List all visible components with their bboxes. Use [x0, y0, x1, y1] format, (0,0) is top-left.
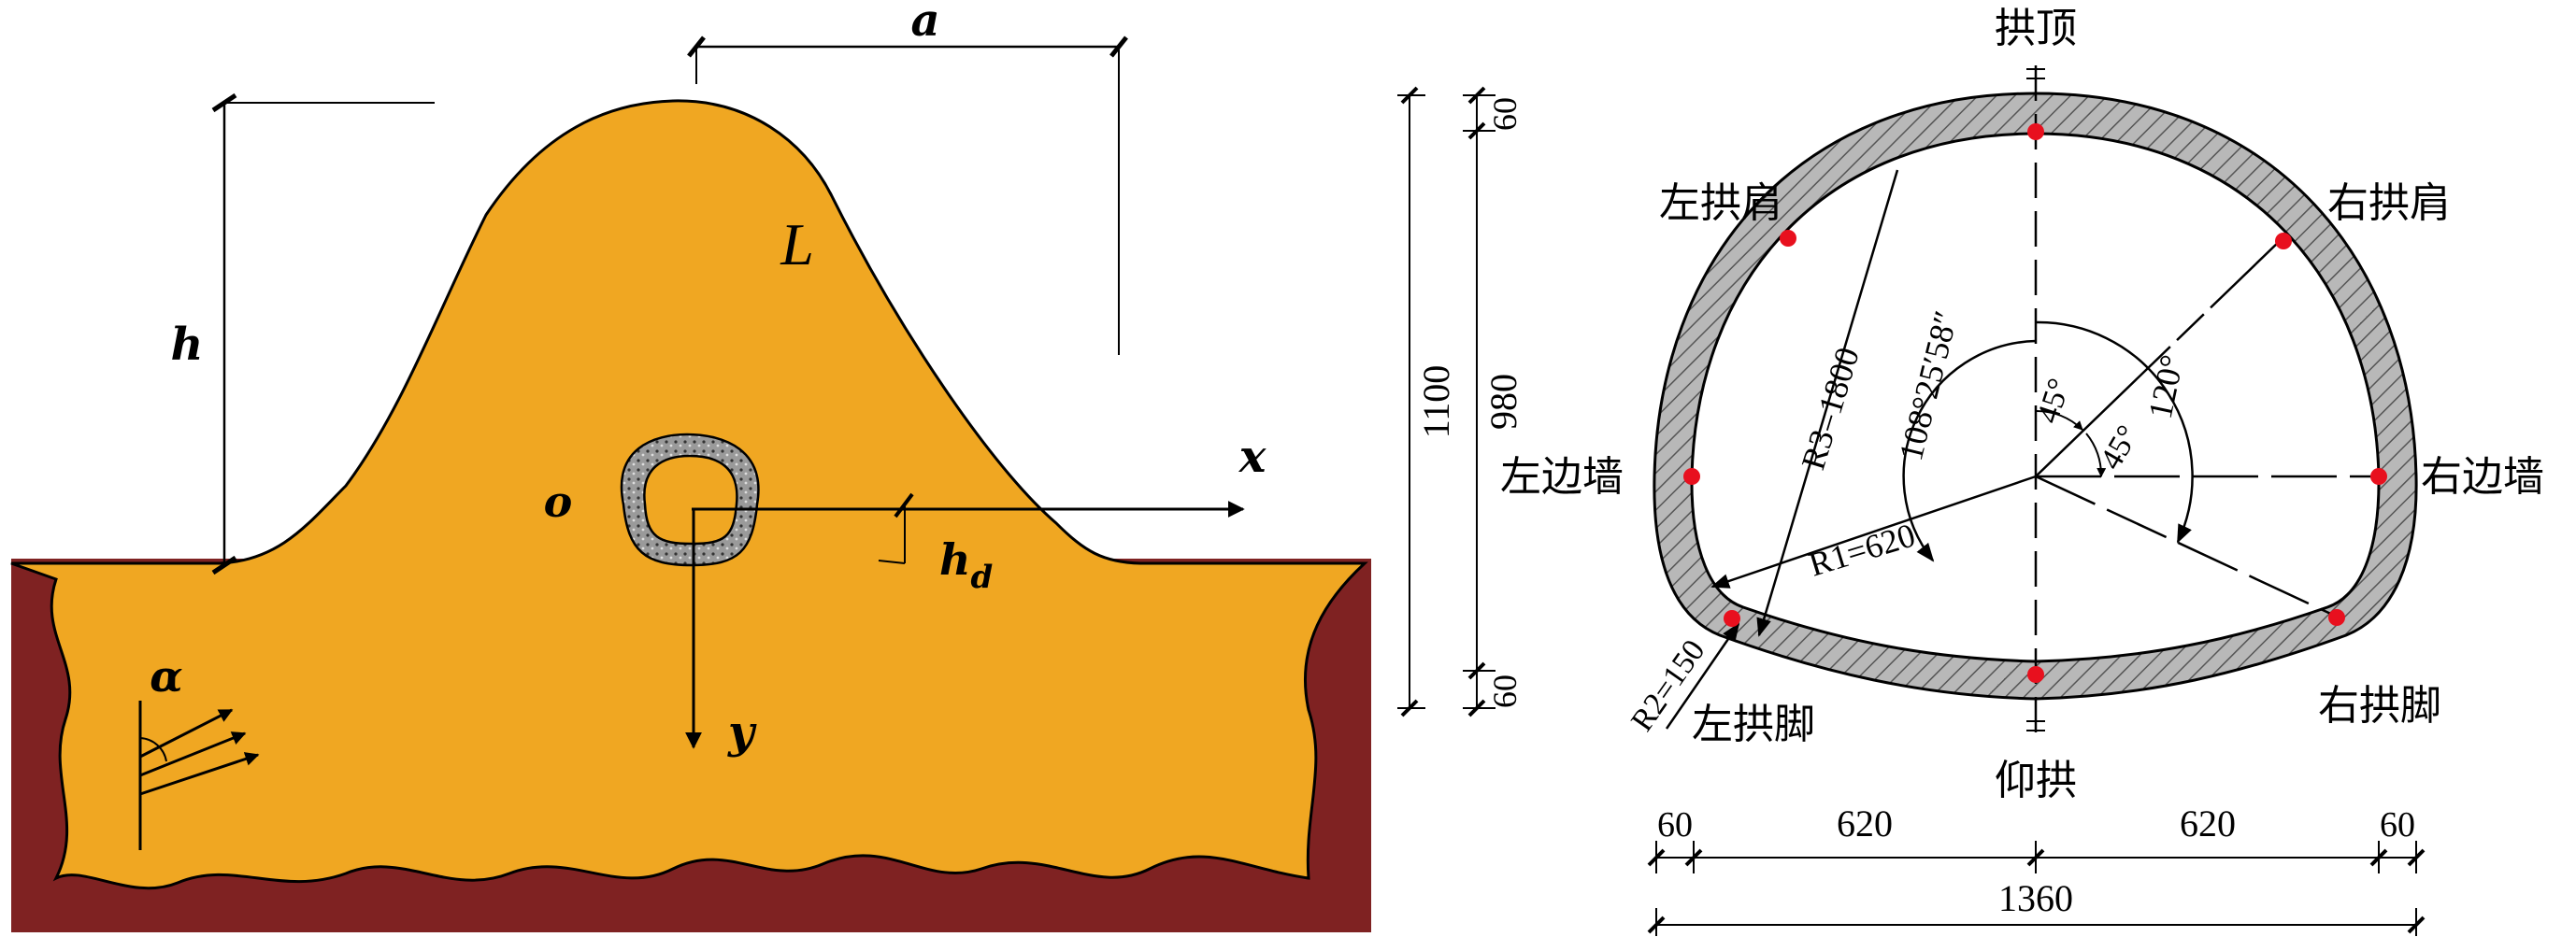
dim-inner-height: 980: [1482, 374, 1524, 430]
label-right-foot: 右拱脚: [2318, 682, 2441, 730]
dim-h-label: h: [171, 319, 204, 371]
dim-bottom-thickness: 60: [1486, 674, 1524, 708]
label-left-wall: 左边墙: [1500, 453, 1624, 501]
right-shoulder-leader: [2035, 238, 2283, 477]
vertical-dimensions: [1397, 86, 1496, 717]
point-invert: [2027, 666, 2044, 683]
r1-label: R1=620: [1805, 516, 1920, 583]
dim-right-thickness: 60: [2380, 805, 2415, 845]
angle-arc-120: [2035, 320, 2194, 544]
point-left-foot: [1724, 610, 1740, 627]
point-left-shoulder: [1780, 230, 1796, 247]
measurement-points: [1683, 123, 2387, 683]
soil-hill-layer: [10, 99, 1368, 890]
r3-label: R3=1800: [1794, 343, 1867, 474]
right-foot-leader: [2035, 475, 2338, 618]
r2-line: [1665, 622, 1740, 730]
label-crown: 拱顶: [1995, 5, 2077, 52]
label-left-foot: 左拱脚: [1692, 701, 1815, 748]
x-axis-label: x: [1238, 431, 1267, 483]
point-crown: [2027, 123, 2044, 140]
dim-total-width: 1360: [1998, 877, 2073, 919]
point-right-wall: [2370, 468, 2387, 485]
dim-left-span: 620: [1837, 802, 1893, 845]
dim-left-thickness: 60: [1657, 805, 1693, 845]
depth-label: hd: [939, 534, 993, 596]
tunnel-lining-small: [620, 433, 760, 567]
point-right-foot: [2328, 609, 2345, 626]
angle-108-label: 108°25′58″: [1892, 307, 1965, 464]
incidence-wave-symbol: [138, 701, 260, 850]
point-right-shoulder: [2275, 233, 2292, 249]
angle-arc-45-a: [2035, 409, 2083, 431]
angle-120-label: 120°: [2141, 351, 2191, 421]
dim-right-span: 620: [2180, 802, 2236, 845]
label-right-wall: 右边墙: [2421, 453, 2544, 501]
site-model-panel: a h L o x y hd α: [10, 0, 1371, 932]
label-right-shoulder: 右拱肩: [2327, 179, 2451, 227]
dim-top-thickness: 60: [1486, 97, 1524, 131]
point-left-wall: [1683, 468, 1700, 485]
y-axis-label: y: [727, 706, 757, 759]
origin-label: o: [544, 476, 573, 527]
label-invert: 仰拱: [1995, 757, 2077, 804]
r3-line: [1756, 169, 1899, 637]
angle-arc-45-b: [2085, 433, 2107, 477]
tunnel-section-panel: 108°25′58″ 45° 45° 120° R1=620 R3=1800 R…: [1397, 5, 2544, 936]
horizontal-dimensions: [1647, 841, 2426, 936]
hill-label: L: [780, 211, 814, 277]
dim-total-height: 1100: [1415, 365, 1457, 439]
label-left-shoulder: 左拱肩: [1659, 179, 1782, 227]
incidence-angle-label: α: [150, 651, 182, 702]
angle-arc-108: [1902, 339, 2037, 562]
dim-a-label: a: [910, 0, 939, 47]
r1-line: [1710, 475, 2037, 589]
